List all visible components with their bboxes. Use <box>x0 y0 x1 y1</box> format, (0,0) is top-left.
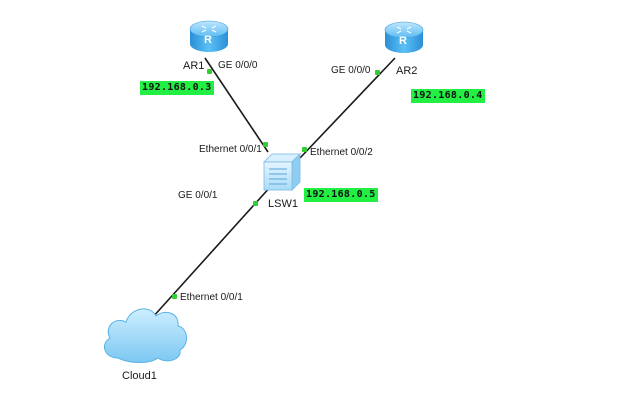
device-label-lsw1[interactable]: LSW1 <box>268 198 298 210</box>
link-ar1-lsw1[interactable] <box>204 57 269 153</box>
interface-label-lsw1-cloud: GE 0/0/1 <box>178 190 218 201</box>
port-indicator-lsw1-ar2 <box>302 147 307 152</box>
router-badge-ar1: R <box>204 34 212 46</box>
ip-tag-ar1: 192.168.0.3 <box>140 81 214 95</box>
router-icon[interactable] <box>384 21 424 53</box>
device-label-ar1[interactable]: AR1 <box>183 60 205 72</box>
ip-tag-ar2: 192.168.0.4 <box>411 89 485 103</box>
interface-label-cloud: Ethernet 0/0/1 <box>180 292 243 303</box>
port-indicator-cloud <box>172 294 177 299</box>
port-indicator-ar2 <box>375 70 380 75</box>
cloud-icon[interactable] <box>103 308 187 363</box>
port-indicator-lsw1-ar1 <box>263 142 268 147</box>
router-badge-ar2: R <box>399 35 407 47</box>
interface-label-lsw1-ar1: Ethernet 0/0/1 <box>199 144 262 155</box>
router-icon[interactable] <box>189 20 229 52</box>
interface-label-lsw1-ar2: Ethernet 0/0/2 <box>310 147 373 158</box>
switch-icon[interactable] <box>263 153 301 191</box>
port-indicator-ar1 <box>207 69 212 74</box>
interface-label-ar1: GE 0/0/0 <box>218 60 258 71</box>
port-indicator-lsw1-cloud <box>253 201 258 206</box>
device-label-ar2[interactable]: AR2 <box>396 65 418 77</box>
interface-label-ar2: GE 0/0/0 <box>331 65 371 76</box>
ip-tag-lsw1: 192.168.0.5 <box>304 188 378 202</box>
device-label-cloud1[interactable]: Cloud1 <box>122 370 157 382</box>
